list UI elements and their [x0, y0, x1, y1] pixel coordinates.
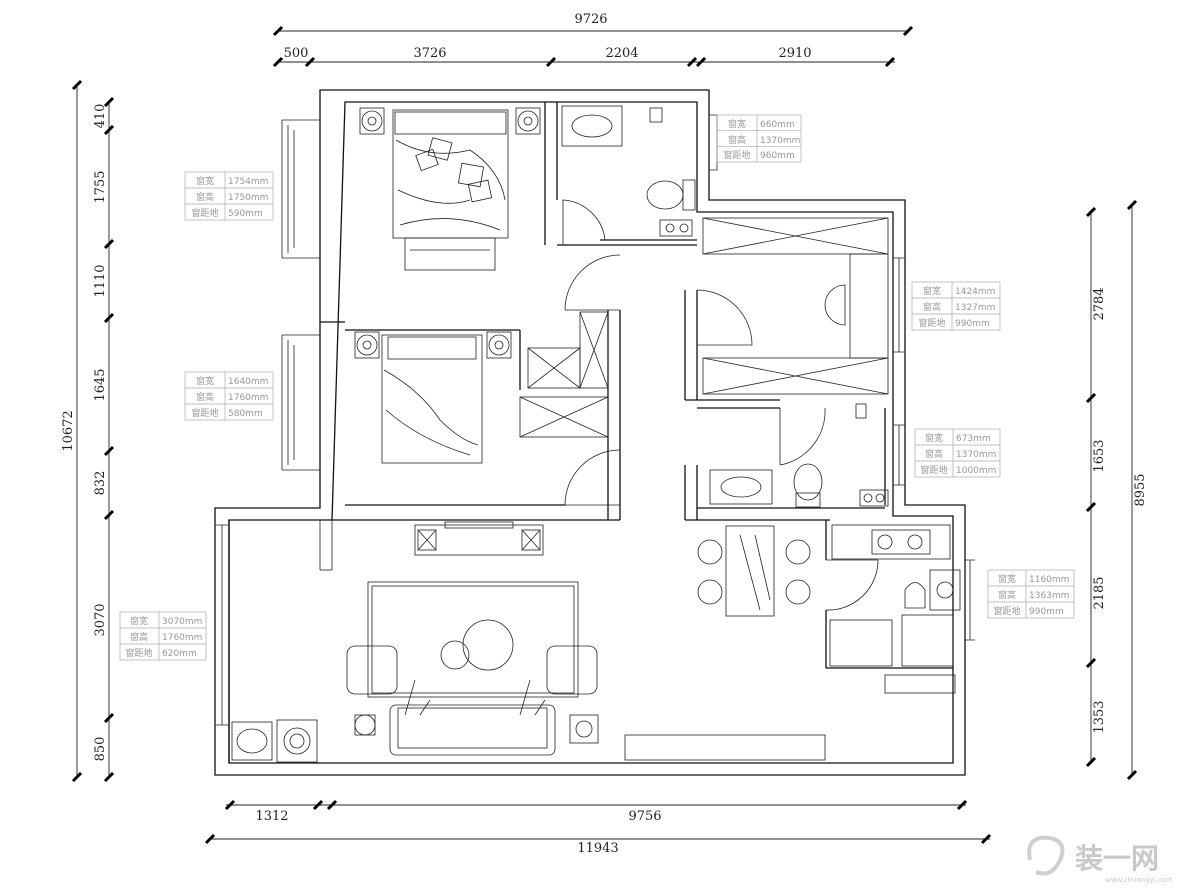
dim-top-part-3: 2204 [605, 46, 638, 61]
dim-right-part-1: 2784 [1092, 287, 1107, 320]
dim-right-overall: 8955 [1133, 473, 1148, 506]
win-label: 窗宽 [196, 375, 214, 387]
bathroom-1-fixtures [561, 105, 696, 237]
win-label: 窗高 [196, 191, 214, 203]
win-label: 窗高 [130, 631, 148, 643]
dim-left-part-2: 1755 [93, 170, 108, 203]
dim-right-part-3: 2185 [1092, 576, 1107, 609]
dim-top-part-2: 3726 [413, 46, 446, 61]
doors [562, 199, 879, 611]
window-spec-kitchen: 窗宽 1160mm 窗高 1363mm 窗距地 990mm [987, 569, 1075, 619]
dim-left-part-4: 1645 [93, 368, 108, 401]
dim-left-part-3: 1110 [93, 264, 108, 297]
win-label: 窗距地 [191, 407, 218, 419]
win-value: 580mm [228, 409, 263, 419]
win-label: 窗距地 [191, 207, 218, 219]
win-label: 窗宽 [923, 285, 941, 297]
win-label: 窗距地 [920, 464, 947, 476]
win-value: 1760mm [162, 633, 202, 643]
win-label: 窗距地 [918, 317, 945, 329]
dimension-lines: 9726 500 3726 2204 2910 10672 410 1755 1… [61, 12, 1148, 856]
win-label: 窗距地 [993, 605, 1020, 617]
window-spec-study: 窗宽 1424mm 窗高 1327mm 窗距地 990mm [911, 281, 1001, 331]
win-value: 1750mm [228, 193, 268, 203]
win-value: 1363mm [1029, 591, 1069, 601]
window-spec-bathroom-top: 窗宽 660mm 窗高 1370mm 窗距地 960mm [716, 114, 802, 163]
win-value: 1370mm [956, 450, 996, 460]
dim-top-part-1: 500 [284, 46, 309, 61]
dim-left-part-5: 832 [93, 471, 108, 496]
window-spec-balcony: 窗宽 3070mm 窗高 1760mm 窗距地 620mm [119, 611, 207, 661]
win-label: 窗高 [923, 301, 941, 313]
win-value: 960mm [760, 151, 795, 161]
dim-left-part-7: 850 [93, 737, 108, 762]
dim-right-part-2: 1653 [1092, 439, 1107, 472]
dim-bottom-part-1: 1312 [255, 809, 288, 824]
win-value: 1754mm [228, 177, 268, 187]
win-label: 窗高 [925, 448, 943, 460]
dim-left-overall: 10672 [61, 410, 76, 451]
win-value: 1000mm [956, 466, 996, 476]
watermark-brand: 装一网 [1075, 842, 1159, 875]
win-value: 1160mm [1029, 575, 1069, 585]
win-value: 660mm [760, 120, 795, 130]
win-value: 3070mm [162, 617, 202, 627]
dim-right-part-4: 1353 [1092, 700, 1107, 733]
win-value: 1370mm [760, 136, 800, 146]
win-label: 窗高 [998, 589, 1016, 601]
dim-bottom-part-2: 9756 [628, 809, 661, 824]
balcony-fixtures [231, 520, 826, 763]
win-value: 1327mm [955, 303, 995, 313]
win-value: 1760mm [228, 393, 268, 403]
dim-left-part-6: 3070 [93, 603, 108, 636]
win-value: 590mm [228, 209, 263, 219]
master-bed [359, 107, 541, 271]
watermark-url: www.zhuangyi.com [1105, 876, 1173, 884]
win-label: 窗宽 [998, 573, 1016, 585]
window-spec-second-bedroom: 窗宽 1640mm 窗高 1760mm 窗距地 580mm [184, 371, 274, 421]
window-spec-master-bedroom: 窗宽 1754mm 窗高 1750mm 窗距地 590mm [184, 171, 274, 221]
win-label: 窗宽 [130, 615, 148, 627]
win-label: 窗距地 [723, 149, 750, 161]
second-bed [354, 331, 512, 464]
study-furniture [702, 217, 889, 395]
win-label: 窗宽 [728, 118, 746, 130]
dim-top-part-4: 2910 [778, 46, 811, 61]
wardrobes [519, 311, 609, 438]
win-value: 1424mm [955, 287, 995, 297]
dim-bottom-overall: 11943 [577, 841, 618, 856]
win-value: 1640mm [228, 377, 268, 387]
watermark: 装一网 www.zhuangyi.com [1027, 835, 1173, 884]
window-spec-bathroom-2: 窗宽 673mm 窗高 1370mm 窗距地 1000mm [914, 428, 1001, 478]
kitchen-fixtures [829, 524, 961, 694]
win-label: 窗高 [196, 391, 214, 403]
win-value: 990mm [1029, 607, 1064, 617]
win-value: 620mm [162, 649, 197, 659]
win-label: 窗距地 [125, 647, 152, 659]
watermark-logo [1027, 835, 1065, 876]
win-value: 990mm [955, 319, 990, 329]
dim-top-overall: 9726 [574, 12, 607, 27]
dining-set [697, 525, 811, 617]
bathroom-2-fixtures [709, 403, 889, 508]
win-label: 窗高 [728, 134, 746, 146]
win-label: 窗宽 [925, 432, 943, 444]
living-room-furniture [346, 521, 599, 756]
walls [214, 89, 966, 776]
dim-left-part-1: 410 [93, 104, 108, 129]
win-label: 窗宽 [196, 175, 214, 187]
wall-windows [215, 114, 975, 726]
win-value: 673mm [956, 434, 991, 444]
